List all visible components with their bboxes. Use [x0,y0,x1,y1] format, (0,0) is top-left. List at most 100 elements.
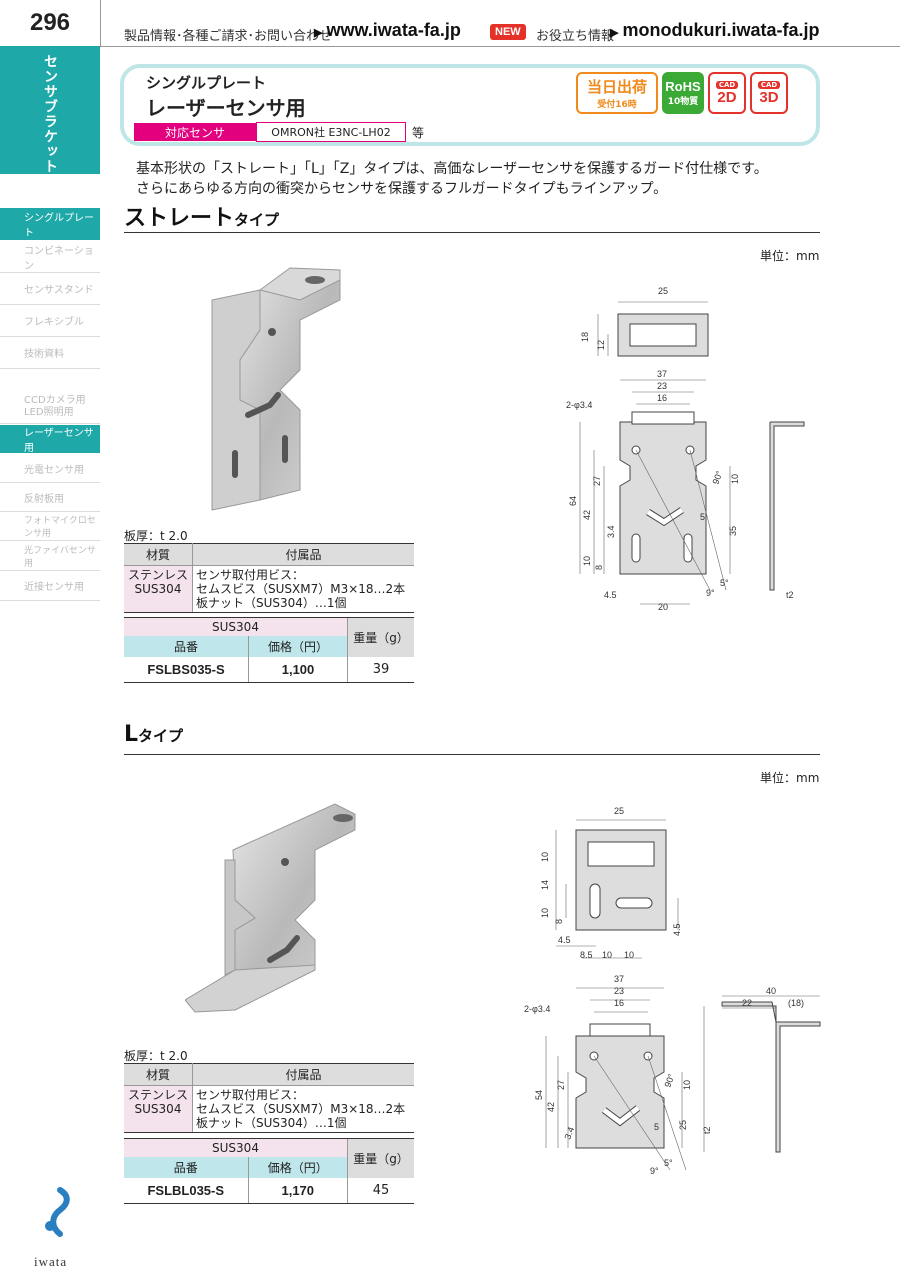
sidebar-item-photomicro[interactable]: フォトマイクロセンサ用 [0,512,100,541]
page-number: 296 [29,9,71,36]
sidebar-item-label: コンビネーション [24,245,94,272]
section-title-straight: ストレートタイプ [124,200,279,232]
header-url2-text: monodukuri.iwata-fa.jp [622,20,820,40]
sidebar-item-proximity[interactable]: 近接センサ用 [0,571,100,601]
price-header-price: 価格（円） [248,1157,348,1178]
spec-header-material: 材質 [124,1063,193,1086]
dim-label: 25 [614,806,624,816]
badge-text: 3D [759,88,779,106]
triangle-right-icon: ▶ [610,27,619,39]
section-title-text: L [124,722,139,747]
dim-label: 25 [678,1120,688,1130]
sidebar-item-sensor-stand[interactable]: センサスタンド [0,273,100,305]
accessory-line: センサ取付用ビス： [196,1088,305,1102]
sidebar-item-fiber[interactable]: 光ファイバセンサ用 [0,541,100,571]
section-title-l: Lタイプ [124,722,183,747]
sidebar-item-photoelectric[interactable]: 光電センサ用 [0,454,100,483]
sidebar-item-laser-sensor[interactable]: レーザーセンサ用 [0,425,100,454]
sidebar-item-technical[interactable]: 技術資料 [0,337,100,369]
sidebar-category-label: センサブラケット [42,54,58,174]
part-number: FSLBS035-S [124,657,250,683]
dim-label: 40 [766,986,776,996]
dim-label: 5 [700,512,705,522]
sidebar-item-label: フォトマイクロセンサ用 [24,516,96,539]
logo-text: iwata [34,1254,68,1269]
section-rule [124,232,820,233]
dimension-drawing-l: 25 10 14 10 8 4.5 4.5 8.5 10 10 37 23 16… [524,806,821,1176]
material-line: SUS304 [134,582,182,596]
section-title-suffix: タイプ [138,727,184,745]
sidebar-item-combination[interactable]: コンビネーション [0,241,100,273]
price-header-weight: 重量（g） [347,1138,414,1178]
dim-label: 20 [658,602,668,612]
dim-label: 8 [554,919,564,924]
sidebar-item-label: LED照明用 [24,406,74,418]
dim-label: 42 [546,1102,556,1112]
dim-label: (18) [788,998,804,1008]
sidebar-item-label: フレキシブル [24,317,84,328]
intro-line-2: さらにあらゆる方向の衝突からセンサを保護するフルガードタイプもラインアップ。 [136,181,668,197]
header-url-link[interactable]: ▶www.iwata-fa.jp [314,20,461,41]
dim-label: 54 [534,1090,544,1100]
rohs-badge: RoHS 10物質 [662,72,704,114]
badge-text: CAD [757,80,781,89]
header-url2-link[interactable]: ▶monodukuri.iwata-fa.jp [610,20,819,41]
accessory-line: センサ取付用ビス： [196,568,305,582]
sidebar-item-single-plate[interactable]: シングルプレート [0,208,100,240]
dim-label: 4.5 [558,935,571,945]
triangle-right-icon: ▶ [314,27,323,39]
dim-label: 18 [580,332,590,342]
dim-label: 5° [664,1158,673,1168]
dim-label: 90° [662,1072,676,1089]
sidebar-item-reflector[interactable]: 反射板用 [0,483,100,512]
unit-label: 単位：mm [760,249,820,263]
dim-label: 5 [654,1122,659,1132]
sidebar-item-flexible[interactable]: フレキシブル [0,305,100,337]
sidebar-item-label: 技術資料 [24,349,64,360]
sidebar-item-label: CCDカメラ用 [24,394,86,406]
price-value: 1,100 [248,657,348,683]
accessory-line: 板ナット（SUS304）…1個 [196,596,347,610]
badge-text: RoHS [665,79,701,94]
header-info-label: お役立ち情報 [536,29,615,44]
spec-header-material: 材質 [124,543,193,566]
sensor-suffix: 等 [412,126,425,140]
dimension-drawing-straight: 25 18 12 37 23 16 2-φ3.4 64 42 27 3.4 10… [566,286,805,612]
product-photo-straight [211,267,341,511]
accessories-cell: センサ取付用ビス：セムスビス（SUSXM7）M3×18…2本板ナット（SUS30… [192,1085,414,1133]
spec-header-accessories: 付属品 [192,1063,414,1086]
dim-label: 10 [624,950,634,960]
header-rule [0,46,900,47]
dim-label: 2-φ3.4 [524,1004,550,1014]
dim-label: 37 [614,974,624,984]
spec-header-accessories: 付属品 [192,543,414,566]
badge-text: CAD [715,80,739,89]
dim-label: 25 [658,286,668,296]
dim-label: 9° [650,1166,659,1176]
product-photo-l [185,803,356,1013]
dim-label: 27 [592,476,602,486]
sidebar-item-label: センサスタンド [24,285,94,296]
accessory-line: セムスビス（SUSXM7）M3×18…2本 [196,1102,406,1116]
badge-text: 10物質 [667,97,699,107]
dim-label: 37 [657,369,667,379]
section-title-suffix: タイプ [234,211,280,229]
iwata-logo-mark [45,1187,70,1237]
dim-label: 10 [540,908,550,918]
header-divider [100,0,101,46]
dim-label: t2 [786,590,794,600]
badge-text: 受付16時 [597,100,637,110]
dim-label: 35 [728,526,738,536]
price-header-weight: 重量（g） [347,617,414,657]
part-number: FSLBL035-S [124,1178,249,1204]
dim-label: 12 [596,340,606,350]
price-header-part: 品番 [124,636,250,657]
dim-label: 16 [657,393,667,403]
weight-value: 39 [347,657,414,683]
dim-label: 23 [614,986,624,996]
